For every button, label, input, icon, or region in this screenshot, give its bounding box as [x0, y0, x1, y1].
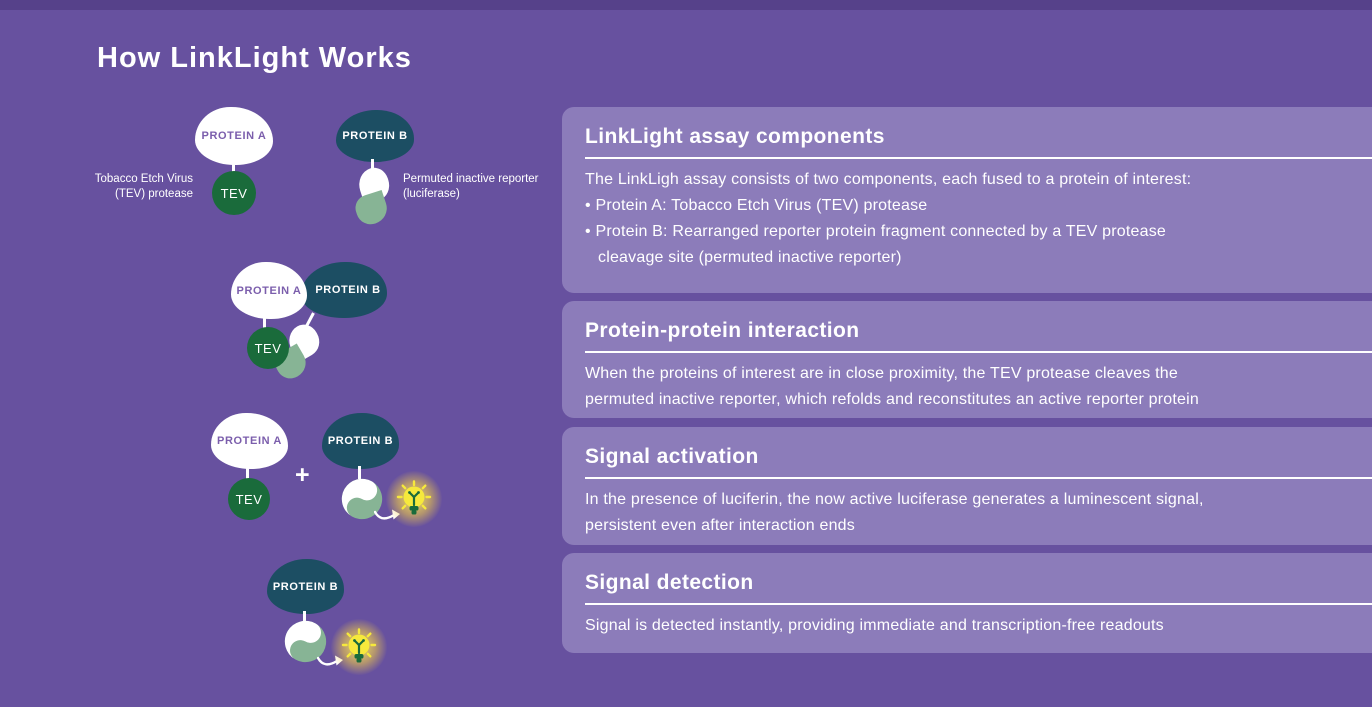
panel-assay-components: LinkLight assay components The LinkLigh … — [562, 107, 1372, 293]
protein-a-blob-stage1: PROTEIN A — [195, 107, 273, 165]
tev-side-label-line2: (TEV) protease — [115, 188, 193, 200]
panel-signal-activation: Signal activation In the presence of luc… — [562, 427, 1372, 545]
lightbulb-icon — [386, 471, 442, 527]
panel-bullet-line: • Protein B: Rearranged reporter protein… — [585, 223, 1167, 240]
panel-text-line: When the proteins of interest are in clo… — [585, 365, 1178, 382]
protein-b-blob-stage2: PROTEIN B — [301, 262, 387, 318]
panel-heading: Signal activation — [585, 445, 759, 468]
protein-b-label: PROTEIN B — [342, 130, 408, 142]
connector-line — [371, 159, 374, 171]
panel-body: In the presence of luciferin, the now ac… — [585, 487, 1372, 539]
protein-b-blob-stage3: PROTEIN B — [322, 413, 399, 469]
panel-signal-detection: Signal detection Signal is detected inst… — [562, 553, 1372, 653]
tev-label: TEV — [220, 185, 248, 201]
tev-circle-stage3: TEV — [228, 478, 270, 520]
panel-text-line: cleavage site (permuted inactive reporte… — [598, 249, 902, 266]
connector-line — [303, 611, 306, 622]
protein-b-blob-stage1: PROTEIN B — [336, 110, 414, 162]
panel-text-line: The LinkLigh assay consists of two compo… — [585, 171, 1192, 188]
yin-yang-reporter-icon — [333, 470, 390, 527]
protein-b-label: PROTEIN B — [272, 580, 339, 593]
reporter-side-label-line2: (luciferase) — [403, 188, 460, 200]
top-accent-strip — [0, 0, 1372, 10]
reporter-side-label-line1: Permuted inactive reporter — [403, 173, 539, 185]
heading-underline — [585, 351, 1372, 353]
tev-side-label-line1: Tobacco Etch Virus — [94, 173, 193, 185]
heading-underline — [585, 157, 1372, 159]
panel-text-line: In the presence of luciferin, the now ac… — [585, 491, 1204, 508]
protein-b-blob-stage4: PROTEIN B — [267, 559, 344, 614]
lightbulb-icon — [331, 619, 387, 675]
connector-line — [246, 466, 249, 479]
panel-body: When the proteins of interest are in clo… — [585, 361, 1372, 413]
panel-body: Signal is detected instantly, providing … — [585, 613, 1372, 639]
panel-text-line: persistent even after interaction ends — [585, 517, 855, 534]
protein-a-label: PROTEIN A — [217, 435, 282, 447]
protein-b-label: PROTEIN B — [327, 435, 394, 447]
tev-label: TEV — [235, 491, 263, 507]
tev-circle-stage2: TEV — [247, 327, 289, 369]
panel-bullet-line: • Protein A: Tobacco Etch Virus (TEV) pr… — [585, 197, 928, 214]
panel-body: The LinkLigh assay consists of two compo… — [585, 167, 1372, 271]
protein-a-label: PROTEIN A — [236, 284, 302, 297]
panel-protein-interaction: Protein-protein interaction When the pro… — [562, 301, 1372, 418]
protein-b-label: PROTEIN B — [315, 284, 381, 296]
protein-a-blob-stage2: PROTEIN A — [231, 262, 307, 319]
protein-a-blob-stage3: PROTEIN A — [211, 413, 288, 469]
heading-underline — [585, 477, 1372, 479]
connector-line — [232, 162, 235, 174]
page-title: How LinkLight Works — [97, 42, 412, 74]
plus-sign: + — [295, 461, 310, 489]
reporter-side-label: Permuted inactive reporter (luciferase) — [403, 172, 553, 202]
panel-heading: Protein-protein interaction — [585, 319, 860, 342]
tev-side-label: Tobacco Etch Virus (TEV) protease — [63, 172, 193, 202]
panel-text-line: Signal is detected instantly, providing … — [585, 617, 1164, 634]
panel-text-line: permuted inactive reporter, which refold… — [585, 391, 1199, 408]
panel-heading: Signal detection — [585, 571, 754, 594]
connector-line — [358, 466, 361, 479]
tev-circle-stage1: TEV — [212, 171, 256, 215]
panel-heading: LinkLight assay components — [585, 125, 885, 148]
tev-label: TEV — [254, 340, 282, 356]
connector-line — [263, 316, 266, 328]
yin-yang-reporter-icon — [276, 612, 335, 671]
heading-underline — [585, 603, 1372, 605]
protein-a-label: PROTEIN A — [201, 130, 267, 142]
